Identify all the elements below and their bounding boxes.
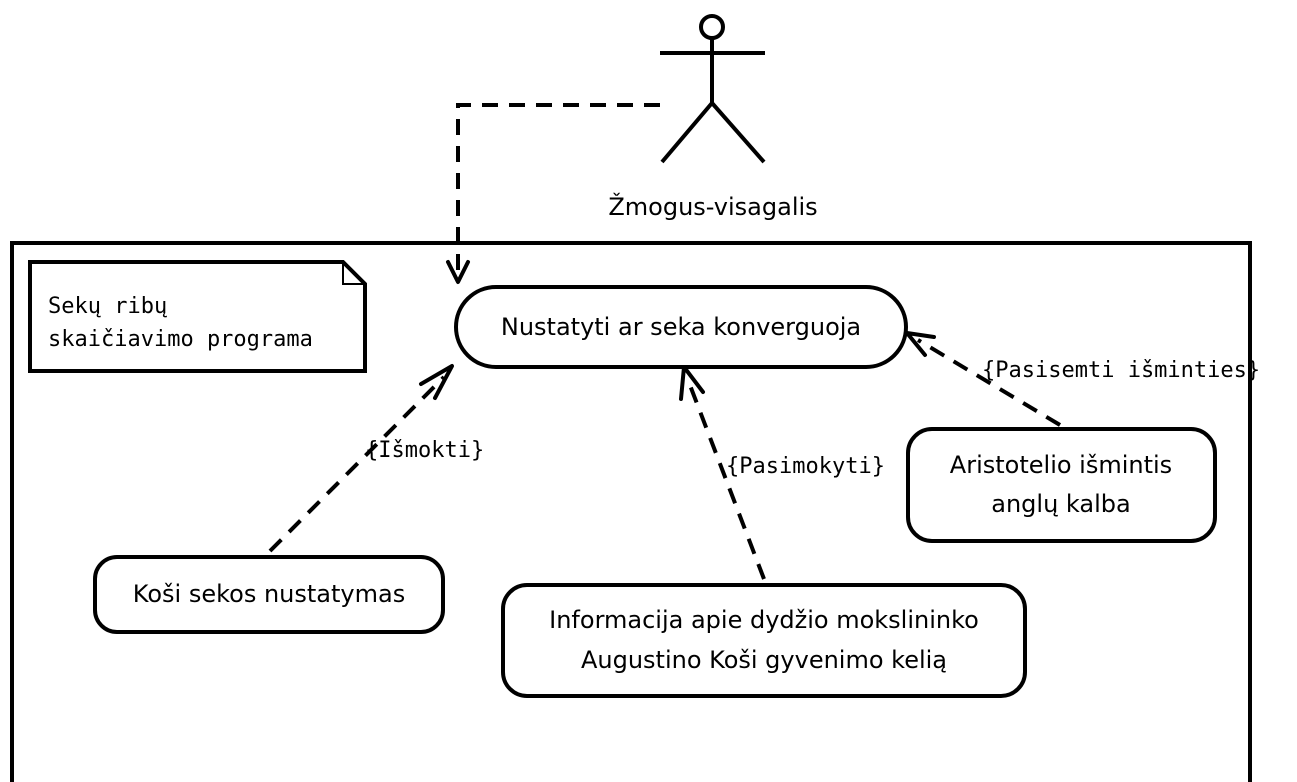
actor-right-leg (710, 101, 766, 164)
wisdom-relation-arrowhead (905, 331, 936, 357)
wisdom-relation-label: {Pasisemti išminties} (982, 358, 1260, 383)
use-case-aristotle (906, 427, 1217, 543)
study-relation-line (686, 379, 766, 580)
use-case-cauchy-sequence-label: Koši sekos nustatymas (133, 580, 405, 608)
note-fold (342, 262, 365, 285)
study-relation-arrowhead (679, 365, 705, 401)
use-case-aristotle-line-2: anglų kalba (991, 490, 1130, 518)
actor-left-leg (660, 101, 714, 164)
use-case-cauchy-info-line-2: Augustino Koši gyvenimo kelią (581, 646, 947, 674)
note-line-1: Sekų ribų (48, 294, 167, 319)
system-boundary (10, 241, 1252, 782)
note-body (28, 260, 367, 373)
actor-head (699, 14, 725, 40)
wisdom-relation-line (916, 338, 1062, 427)
actor-name: Žmogus-visagalis (608, 192, 817, 221)
use-case-cauchy-info-line-1: Informacija apie dydžio mokslininko (549, 606, 979, 634)
learn-relation-arrowhead (419, 364, 454, 400)
learn-relation-label: {Išmokti} (365, 438, 484, 463)
system-note: Sekų ribų skaičiavimo programa (28, 260, 367, 373)
note-line-2: skaičiavimo programa (48, 327, 313, 352)
use-case-main-label: Nustatyti ar seka konverguoja (501, 313, 861, 341)
use-case-cauchy-sequence (93, 555, 445, 634)
actor-dependency-arrowhead (446, 260, 470, 284)
actor-figure (660, 14, 766, 164)
use-case-cauchy-info (501, 583, 1027, 698)
use-case-aristotle-line-1: Aristotelio išmintis (950, 451, 1172, 479)
actor-dependency-line (456, 103, 660, 278)
study-relation-label: {Pasimokyti} (726, 454, 885, 479)
learn-relation-line (268, 375, 446, 553)
use-case-main (454, 285, 908, 369)
